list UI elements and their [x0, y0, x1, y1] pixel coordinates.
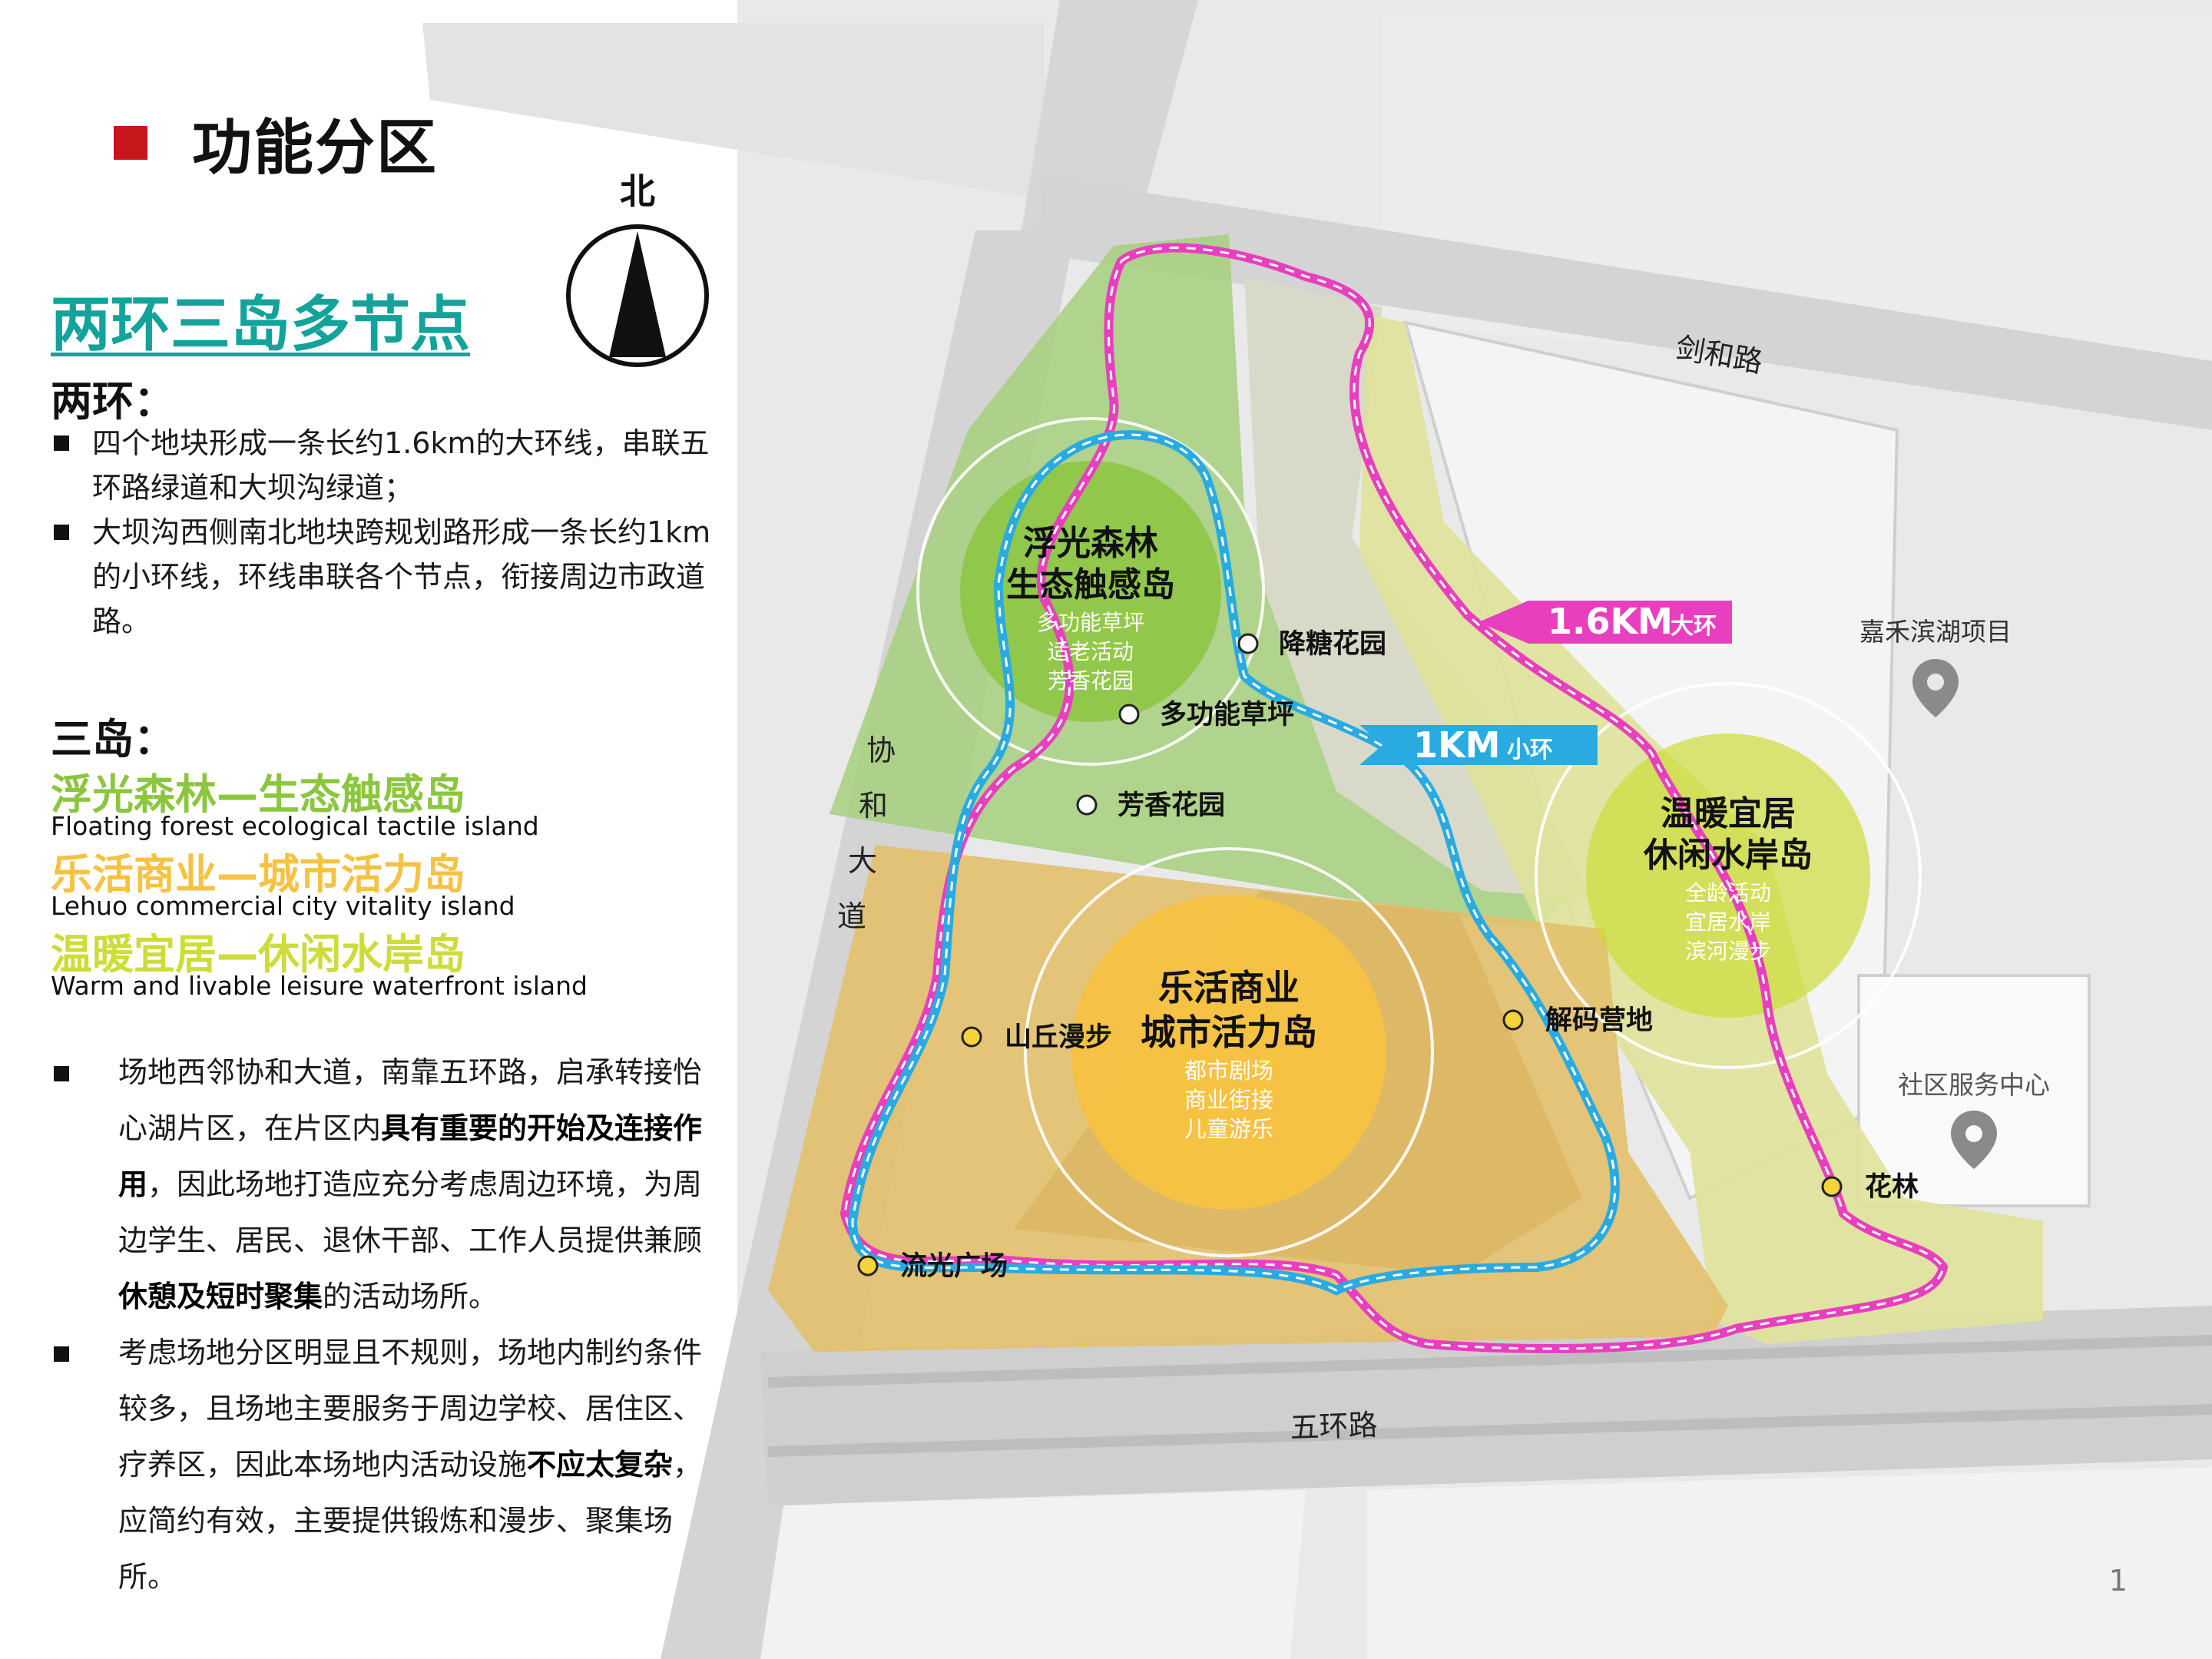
zone-waterfront-activity: 宜居水岸: [1685, 909, 1771, 935]
node-marker: [857, 1255, 879, 1277]
zone-waterfront-activity: 滨河漫步: [1685, 939, 1771, 964]
city-block: [1367, 1467, 2212, 1659]
node-marker: [961, 1026, 982, 1048]
poi-shequ-label: 社区服务中心: [1898, 1070, 2050, 1100]
description-item: 考虑场地分区明显且不规则，场地内制约条件较多，且场地主要服务于周边学校、居住区、…: [51, 1325, 727, 1605]
city-block: [760, 1490, 1306, 1659]
north-arrow-icon: 北: [566, 171, 709, 367]
paragraph-text: ，因此场地打造应充分考虑周边环境，为周边学生、居民、退休干部、工作人员提供兼顾: [118, 1167, 703, 1257]
page-title: 功能分区: [192, 114, 439, 183]
road-south-label: 五环路: [1290, 1408, 1378, 1445]
node-liuguang-label: 流光广场: [900, 1251, 1008, 1282]
road-west-char: 协: [866, 733, 896, 767]
small-loop-tag-suffix: 小环: [1507, 737, 1553, 763]
paragraph-emphasis: 不应太复杂: [527, 1448, 674, 1482]
big-loop-tag-suffix: 大环: [1671, 613, 1717, 640]
island-forest-en: Floating forest ecological tactile islan…: [51, 811, 539, 841]
zone-waterfront-title-1: 温暖宜居: [1661, 794, 1796, 833]
zone-commerce-title-2: 城市活力岛: [1141, 1012, 1317, 1053]
paragraph-emphasis: 具有重要的开始及连接作用: [118, 1111, 703, 1201]
islands-heading: 三岛：: [51, 715, 175, 763]
poi-jiahe-label: 嘉禾滨湖项目: [1859, 617, 2012, 647]
zone-commerce-ring: [1024, 847, 1434, 1257]
node-marker: [1237, 633, 1259, 654]
rings-item: 大坝沟西侧南北地块跨规划路形成一条长约1km的小环线，环线串联各个节点，衔接周边…: [51, 510, 727, 644]
rings-heading: 两环：: [51, 377, 175, 426]
zone-forest-circle: [960, 461, 1221, 722]
paragraph-text: 场地西邻协和大道，南靠五环路，启承转接怡心湖片区，在片区内: [118, 1055, 703, 1145]
small-loop-dash: [851, 433, 1617, 1292]
island-waterfront-en: Warm and livable leisure waterfront isla…: [51, 971, 588, 1001]
description-item: 场地西邻协和大道，南靠五环路，启承转接怡心湖片区，在片区内具有重要的开始及连接作…: [51, 1045, 727, 1325]
node-fangxiang-label: 芳香花园: [1118, 790, 1225, 821]
zone-forest-activity: 芳香花园: [1048, 668, 1134, 694]
island-commerce-cn: 乐活商业—城市活力岛: [51, 850, 465, 899]
node-marker: [1076, 794, 1098, 816]
paragraph-text: ，应简约有效，主要提供锻炼和漫步、聚集场所。: [118, 1448, 703, 1594]
compass-label: 北: [620, 171, 655, 212]
node-marker: [1502, 1009, 1524, 1031]
island-forest-cn: 浮光森林—生态触感岛: [51, 770, 465, 819]
node-marker: [1821, 1176, 1843, 1197]
rings-list: 四个地块形成一条长约1.6km的大环线，串联五环路绿道和大坝沟绿道； 大坝沟西侧…: [51, 421, 727, 644]
road-west-char: 大: [848, 844, 877, 878]
description-list: 场地西邻协和大道，南靠五环路，启承转接怡心湖片区，在片区内具有重要的开始及连接作…: [51, 1045, 727, 1605]
zone-waterfront-ring: [1535, 682, 1922, 1069]
zone-waterfront-activity: 全龄活动: [1685, 880, 1771, 906]
road-jianhe: [1037, 177, 2212, 430]
zone-forest-activity: 适老活动: [1048, 639, 1134, 664]
zone-forest-ring: [916, 417, 1265, 766]
big-loop-tag: [1479, 601, 1732, 644]
road: [1022, 0, 1198, 230]
node-jiema-label: 解码营地: [1545, 1005, 1653, 1036]
island-waterfront-cn: 温暖宜居—休闲水岸岛: [51, 930, 465, 979]
rings-item: 四个地块形成一条长约1.6km的大环线，串联五环路绿道和大坝沟绿道；: [51, 421, 727, 510]
zone-forest-activity: 多功能草坪: [1037, 610, 1144, 635]
zone-commerce-activity: 儿童游乐: [1184, 1116, 1273, 1142]
node-marker: [1118, 704, 1140, 725]
zone-waterfront-title-2: 休闲水岸岛: [1643, 836, 1813, 875]
road-lane: [767, 1404, 2212, 1457]
compass-needle: [609, 231, 666, 357]
zone-forest-title-1: 浮光森林: [1023, 524, 1158, 563]
small-loop-tag: [1359, 725, 1598, 765]
zone-commerce-activity: 都市剧场: [1184, 1058, 1273, 1084]
location-pin-icon: [1912, 659, 1959, 717]
zone-forest-title-2: 生态触感岛: [1006, 565, 1175, 604]
section-subtitle: 两环三岛多节点: [51, 290, 471, 359]
small-loop-tag-main: 1KM: [1413, 724, 1500, 766]
node-caoping-label: 多功能草坪: [1160, 700, 1294, 730]
node-jiangtang-label: 降糖花园: [1279, 629, 1386, 660]
title-marker: [114, 126, 147, 160]
zone-commerce-circle: [1071, 895, 1386, 1210]
node-hualin-label: 花林: [1865, 1172, 1919, 1203]
big-loop-dash: [843, 247, 1945, 1350]
big-loop-tag-main: 1.6KM: [1548, 601, 1673, 642]
zone-commerce-title-1: 乐活商业: [1158, 967, 1300, 1008]
node-shanqiu-label: 山丘漫步: [1005, 1022, 1112, 1053]
zone-commerce-activity: 商业街接: [1184, 1087, 1273, 1113]
paragraph-emphasis: 休憩及短时聚集: [118, 1280, 323, 1313]
paragraph-text: 考虑场地分区明显且不规则，场地内制约条件较多，且场地主要服务于周边学校、居住区、…: [118, 1336, 703, 1482]
paragraph-text: 的活动场所。: [323, 1280, 498, 1313]
road-west-char: 和: [859, 789, 888, 823]
page-header: 功能分区: [114, 100, 438, 186]
location-pin-icon: [1951, 1111, 1997, 1169]
road-west-char: 道: [837, 899, 866, 933]
island-commerce-en: Lehuo commercial city vitality island: [51, 891, 515, 921]
page-number: 1: [2108, 1564, 2128, 1598]
road-lane: [767, 1335, 2212, 1388]
info-panel: 功能分区 两环三岛多节点 两环： 四个地块形成一条长约1.6km的大环线，串联五…: [0, 0, 737, 1659]
city-block: [422, 23, 1045, 200]
